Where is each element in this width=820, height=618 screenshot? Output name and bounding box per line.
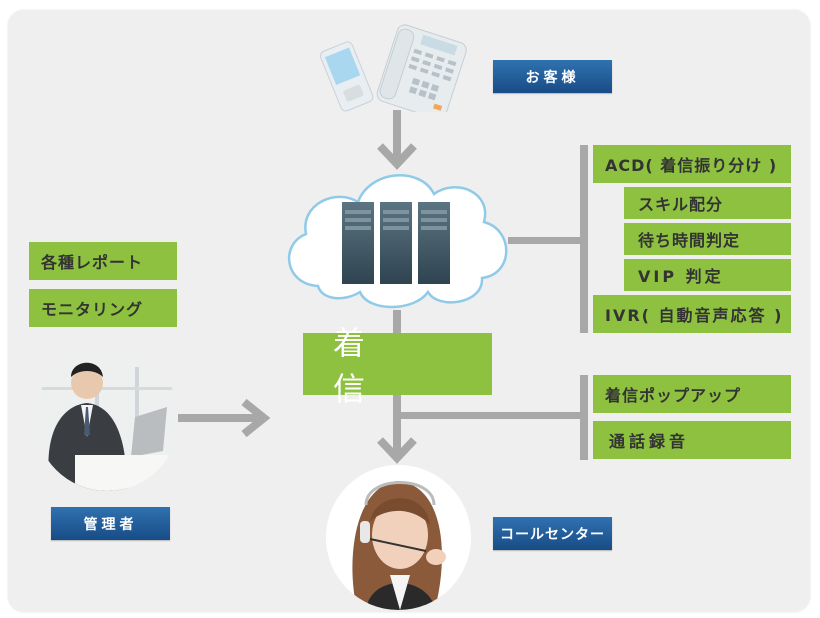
callcenter-label: コールセンター — [493, 517, 612, 550]
phones-icon — [319, 24, 467, 112]
arrow-down-icon — [377, 143, 417, 170]
bracket-upper — [580, 145, 588, 333]
feature-ivr: IVR( 自動音声応答 ) — [593, 295, 791, 333]
feature-acd: ACD( 着信振り分け ) — [593, 145, 791, 183]
feature-reports: 各種レポート — [29, 242, 177, 280]
feature-monitoring: モニタリング — [29, 289, 177, 327]
admin-person-icon — [35, 347, 179, 491]
connector-admin — [178, 414, 260, 422]
feature-call-recording: 通話録音 — [593, 421, 791, 459]
feature-wait-time: 待ち時間判定 — [624, 223, 791, 255]
admin-photo — [35, 347, 179, 491]
feature-vip: VIP 判定 — [624, 259, 791, 291]
admin-label: 管理者 — [51, 507, 170, 540]
arrow-shaft-top — [393, 110, 401, 162]
servers-icon — [342, 202, 450, 284]
connector-main-down — [393, 395, 401, 455]
feature-skill-routing: スキル配分 — [624, 187, 791, 219]
incoming-call-box: 着 信 — [303, 324, 492, 408]
feature-call-popup: 着信ポップアップ — [593, 375, 791, 413]
arrow-right-icon — [241, 398, 271, 438]
arrow-down-icon-2 — [377, 437, 417, 464]
operator-person-icon — [326, 465, 471, 610]
connector-main-right — [400, 412, 586, 419]
customer-label: お客様 — [493, 60, 612, 93]
connector-cloud-right — [508, 237, 586, 244]
bracket-lower — [580, 375, 588, 460]
callcenter-photo — [326, 465, 471, 610]
connector-cloud-main — [393, 310, 401, 334]
